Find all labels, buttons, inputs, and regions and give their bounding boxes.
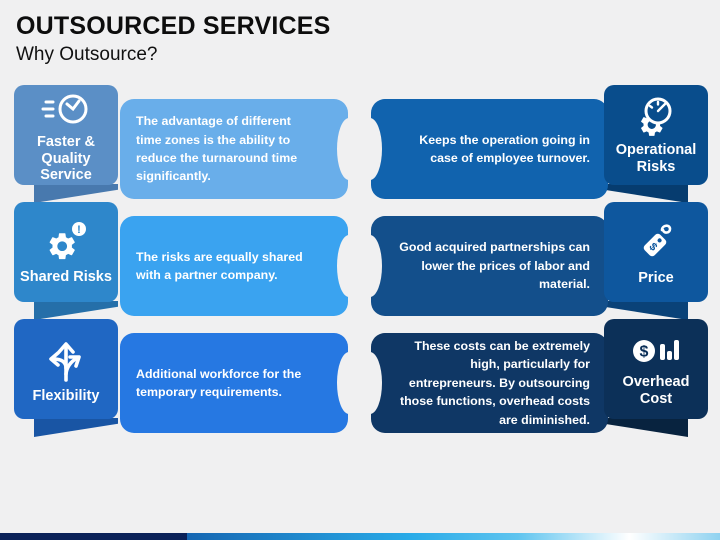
block-label: Price (638, 269, 674, 286)
block-description: These costs can be extremely high, parti… (399, 339, 590, 427)
block-description: Good acquired partnerships can lower the… (399, 240, 590, 292)
gauge-gear-icon (641, 97, 672, 137)
block-label: Operational Risks (615, 142, 697, 175)
block-label: Faster & Quality Service (36, 133, 96, 184)
label-panel: $ Overhead Cost (604, 319, 708, 419)
text-panel: These costs can be extremely high, parti… (371, 333, 608, 433)
text-panel: The advantage of different time zones is… (120, 99, 348, 199)
gear-alert-icon: ! (49, 221, 86, 259)
label-panel: Faster & Quality Service (14, 85, 118, 185)
block-description: Additional workforce for the temporary r… (136, 366, 302, 399)
ribbon-fold (34, 418, 118, 437)
page-subtitle: Why Outsource? (16, 44, 158, 65)
footer-bar (0, 533, 720, 540)
label-panel: Operational Risks (604, 85, 708, 185)
footer-navy-segment (0, 533, 187, 540)
ribbon-fold (604, 301, 688, 320)
ribbon-fold (604, 418, 688, 437)
svg-text:!: ! (77, 224, 81, 236)
block-label: Flexibility (32, 387, 100, 404)
footer-gradient (187, 533, 720, 540)
text-panel: Keeps the operation going in case of emp… (371, 99, 608, 199)
label-panel: ! Shared Risks (14, 202, 118, 302)
ribbon-fold (34, 184, 118, 203)
block-description: The risks are equally shared with a part… (136, 249, 303, 282)
ribbon-fold (604, 184, 688, 203)
branch-arrows-icon (49, 341, 81, 382)
block-label: Shared Risks (20, 268, 112, 285)
label-panel: Flexibility (14, 319, 118, 419)
text-panel: Additional workforce for the temporary r… (120, 333, 348, 433)
page-title: OUTSOURCED SERVICES (16, 12, 331, 40)
block-description: Keeps the operation going in case of emp… (419, 132, 590, 165)
speed-clock-icon (41, 94, 88, 124)
text-panel: The risks are equally shared with a part… (120, 216, 348, 316)
svg-text:$: $ (640, 344, 649, 361)
price-tag-icon: $ (643, 224, 672, 256)
ribbon-fold (34, 301, 118, 320)
block-label: Overhead Cost (622, 374, 690, 407)
text-panel: Good acquired partnerships can lower the… (371, 216, 608, 316)
block-description: The advantage of different time zones is… (136, 114, 298, 184)
label-panel: $ Price (604, 202, 708, 302)
dollar-bars-icon: $ (633, 340, 679, 363)
